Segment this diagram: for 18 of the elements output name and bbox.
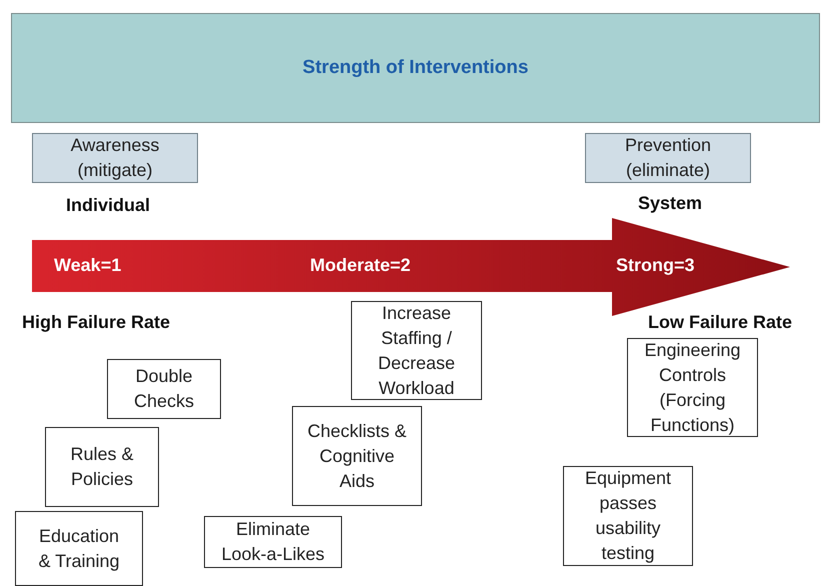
scale-caption: Low Failure Rate [648, 312, 792, 333]
scale-label: Weak=1 [54, 255, 122, 276]
scale-label: Moderate=2 [310, 255, 411, 276]
intervention-box: Engineering Controls (Forcing Functions) [627, 338, 758, 437]
category-box: Prevention (eliminate) [585, 133, 751, 183]
heading-banner: Strength of Interventions [11, 13, 820, 123]
intervention-box: Equipment passes usability testing [563, 466, 693, 566]
category-box: Awareness (mitigate) [32, 133, 198, 183]
intervention-box: Double Checks [107, 359, 221, 419]
intervention-box: Eliminate Look-a-Likes [204, 516, 342, 568]
scale-label: Strong=3 [616, 255, 695, 276]
scale-caption: System [638, 193, 702, 214]
scale-caption: Individual [66, 195, 150, 216]
intervention-box: Checklists & Cognitive Aids [292, 406, 422, 506]
intervention-box: Education & Training [15, 511, 143, 586]
scale-caption: High Failure Rate [22, 312, 170, 333]
intervention-box: Rules & Policies [45, 427, 159, 507]
intervention-box: Increase Staffing / Decrease Workload [351, 301, 482, 400]
